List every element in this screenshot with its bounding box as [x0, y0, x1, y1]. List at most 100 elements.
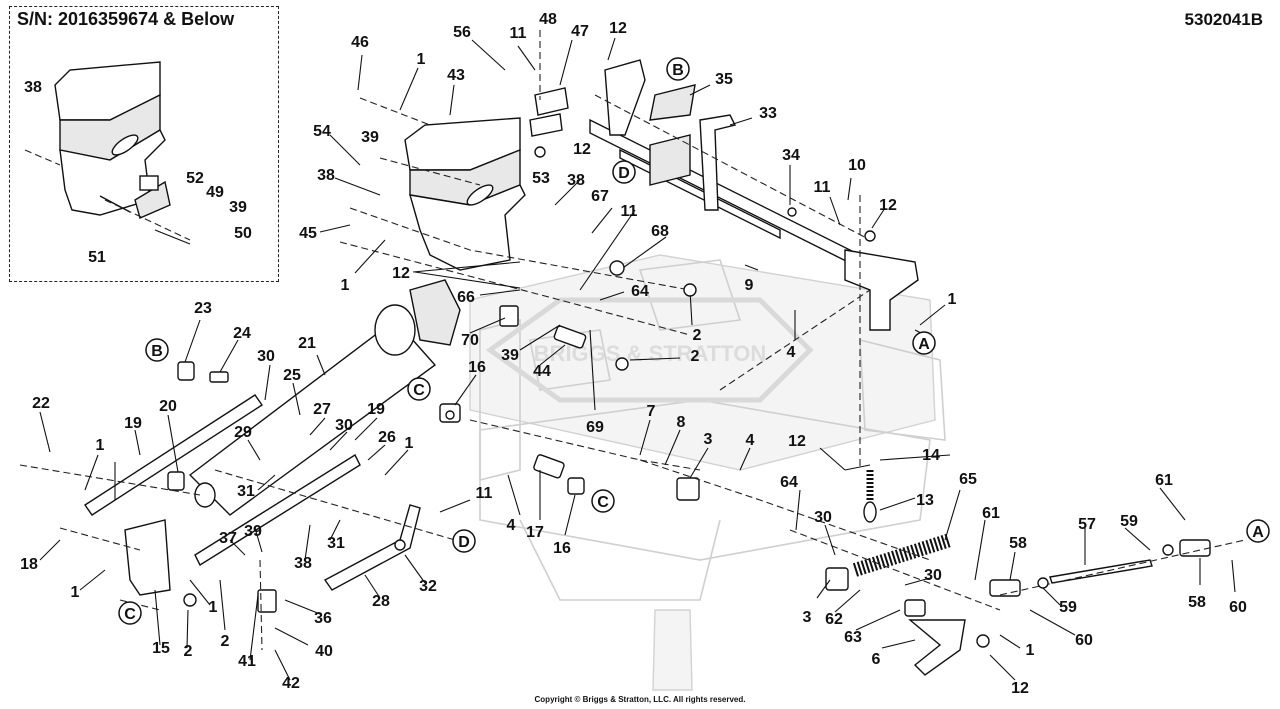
- ref-marker-a: A: [912, 331, 936, 355]
- svg-text:A: A: [1252, 524, 1264, 541]
- callout-36: 36: [314, 610, 332, 627]
- callout-6: 6: [872, 651, 881, 668]
- rod-57: [989, 539, 1211, 597]
- callout-19: 19: [124, 415, 142, 432]
- callout-19: 19: [367, 401, 385, 418]
- callout-30: 30: [257, 348, 275, 365]
- callout-12: 12: [573, 141, 591, 158]
- callout-24: 24: [233, 325, 251, 342]
- svg-text:C: C: [413, 382, 425, 399]
- hardware-nuts: [183, 146, 1174, 648]
- callout-1: 1: [417, 51, 426, 68]
- callout-57: 57: [1078, 516, 1096, 533]
- callout-9: 9: [745, 277, 754, 294]
- callout-65: 65: [959, 471, 977, 488]
- callout-26: 26: [378, 429, 396, 446]
- callout-11: 11: [621, 203, 638, 220]
- callout-12: 12: [788, 433, 806, 450]
- callout-38: 38: [294, 555, 312, 572]
- callout-30: 30: [814, 509, 832, 526]
- callout-27: 27: [313, 401, 331, 418]
- watermark-logo: BRIGGS & STRATTON: [485, 297, 814, 403]
- ref-marker-a: A: [1246, 519, 1270, 543]
- callout-41: 41: [238, 653, 256, 670]
- callout-56: 56: [453, 24, 471, 41]
- callout-64: 64: [631, 283, 649, 300]
- link-plate-19-lower: [194, 453, 361, 567]
- spring-65: [852, 533, 953, 577]
- callout-31: 31: [237, 483, 255, 500]
- callout-12: 12: [879, 197, 897, 214]
- callout-1: 1: [405, 435, 414, 452]
- callout-61: 61: [1155, 472, 1173, 489]
- assembly-lines: [19, 30, 1246, 651]
- callout-29: 29: [234, 424, 252, 441]
- linear-actuator-21: [188, 279, 461, 516]
- svg-text:C: C: [124, 606, 136, 623]
- callout-39: 39: [244, 523, 262, 540]
- callout-16: 16: [468, 359, 486, 376]
- callout-20: 20: [159, 398, 177, 415]
- callout-21: 21: [298, 335, 316, 352]
- callout-58: 58: [1009, 535, 1027, 552]
- callout-58: 58: [1188, 594, 1206, 611]
- callout-4: 4: [507, 517, 516, 534]
- document-number: 5302041B: [1184, 10, 1263, 29]
- callout-11: 11: [476, 485, 493, 502]
- svg-text:C: C: [597, 494, 609, 511]
- callout-39: 39: [501, 347, 519, 364]
- ref-marker-c: C: [591, 489, 615, 513]
- svg-text:D: D: [458, 534, 470, 551]
- callout-15: 15: [152, 640, 170, 657]
- callout-2: 2: [691, 348, 700, 365]
- callout-18: 18: [20, 556, 38, 573]
- callout-63: 63: [844, 629, 862, 646]
- callout-45: 45: [299, 225, 317, 242]
- callout-2: 2: [693, 327, 702, 344]
- callout-34: 34: [782, 147, 800, 164]
- callout-10: 10: [848, 157, 866, 174]
- callout-68: 68: [651, 223, 669, 240]
- callout-38: 38: [24, 79, 42, 96]
- copyright-notice: Copyright © Briggs & Stratton, LLC. All …: [534, 695, 746, 704]
- callout-69: 69: [586, 419, 604, 436]
- callout-37: 37: [219, 530, 237, 547]
- callout-31: 31: [327, 535, 345, 552]
- callout-61: 61: [982, 505, 1000, 522]
- callout-labels: 46 1 43 56 11 48 47 12 35 33 12 34 10 11…: [20, 11, 1247, 697]
- callout-1: 1: [71, 584, 80, 601]
- pivot-block-47: [529, 87, 569, 137]
- callout-1: 1: [948, 291, 957, 308]
- mounting-bracket-43: [404, 117, 526, 271]
- callout-42: 42: [282, 675, 300, 692]
- callout-50: 50: [234, 225, 252, 242]
- callout-38: 38: [317, 167, 335, 184]
- link-plate-19-upper: [84, 394, 263, 516]
- callout-70: 70: [461, 332, 479, 349]
- callout-54: 54: [313, 123, 331, 140]
- ref-marker-d: D: [612, 160, 636, 184]
- inset-bracket-assembly: [54, 61, 191, 245]
- callout-14: 14: [922, 447, 940, 464]
- callout-51: 51: [88, 249, 106, 266]
- callout-62: 62: [825, 611, 843, 628]
- ref-marker-d: D: [452, 529, 476, 553]
- callout-1: 1: [341, 277, 350, 294]
- callout-12: 12: [392, 265, 410, 282]
- callout-8: 8: [677, 414, 686, 431]
- ref-marker-b: B: [666, 57, 690, 81]
- callout-60: 60: [1075, 632, 1093, 649]
- callout-22: 22: [32, 395, 50, 412]
- callout-48: 48: [539, 11, 557, 28]
- svg-text:A: A: [918, 336, 930, 353]
- callout-43: 43: [447, 67, 465, 84]
- callout-59: 59: [1059, 599, 1077, 616]
- callout-1: 1: [209, 599, 218, 616]
- callout-59: 59: [1120, 513, 1138, 530]
- ref-marker-b: B: [145, 338, 169, 362]
- reference-markers: B D A B C C D C A: [118, 57, 1270, 625]
- callout-46: 46: [351, 34, 369, 51]
- spring-13: [863, 470, 877, 523]
- pivot-arm-9: [589, 59, 919, 331]
